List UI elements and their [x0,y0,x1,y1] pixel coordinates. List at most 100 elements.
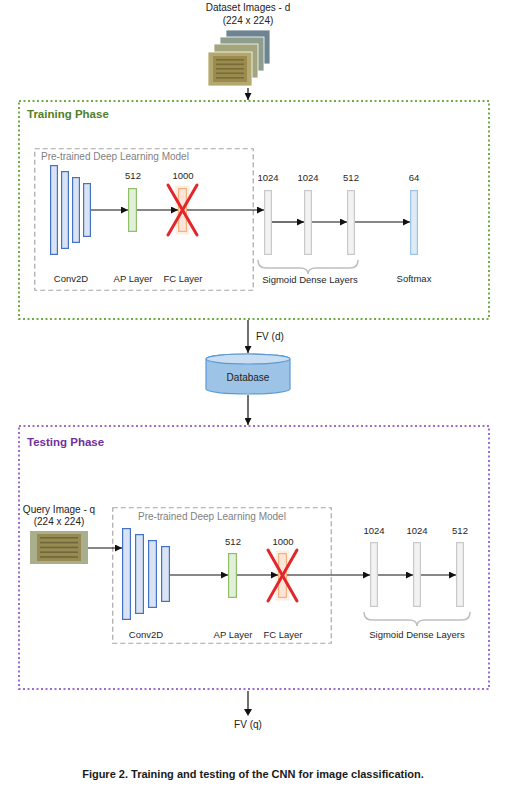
phase-heading: Training Phase [27,108,227,120]
image-page [37,534,81,561]
dotted-border [19,426,489,689]
cylinder-body [206,354,290,394]
flow-arrow [378,574,413,575]
layer-size: 1024 [397,525,437,537]
dense-layer-shape [370,542,378,607]
dense-layer: 512 [331,170,371,260]
layer-name: FC Layer [158,273,208,285]
layer-size: 1024 [248,172,288,184]
flow-arrow [247,320,248,353]
flow-arrow [137,209,178,210]
dotted-border [19,101,489,319]
conv-bar [84,184,91,237]
layer-bar [457,543,464,607]
input-label: Dataset Images - d [198,2,298,14]
layer-name: FC Layer [258,629,308,641]
flow-arrow [355,221,410,222]
layer-size: 64 [389,172,439,184]
query-image-shape [30,531,88,564]
layer-size: 512 [331,172,371,184]
dashed-border [35,149,254,291]
dashed-border [113,508,332,644]
flow-arrow [237,574,278,575]
phase-box: Testing PhaseQuery Image - q(224 x 224)P… [18,425,490,690]
output-label: FV (q) [218,719,278,731]
flow-arrow [247,395,248,425]
flow-arrow [187,209,264,210]
cylinder-top [206,354,290,364]
image-page [213,56,247,82]
softmax-layer: 64Softmax [389,170,439,290]
conv-bar [162,547,170,602]
flow-arrow [312,221,347,222]
flow-arrow [170,574,228,575]
output-arrowhead [244,709,252,716]
input-label: Query Image - q [17,504,101,516]
group-label: Sigmoid Dense Layers [250,274,370,286]
layer-bar [129,189,137,232]
layer-size: 1000 [158,170,208,182]
flow-arrow [88,547,122,548]
conv-bar [62,172,69,249]
image-texture [216,59,244,61]
layer-bar [348,191,355,255]
flow-arrow [272,221,304,222]
image-sheet [30,531,88,564]
image-texture [216,73,244,75]
image-texture [216,64,244,66]
dataset-images-shape [208,30,270,88]
fc-layer-shape [178,188,187,232]
dense-layer: 1024 [397,522,437,612]
model-box-shape [112,507,332,644]
database-label: Database [205,372,291,384]
phase-heading: Testing Phase [27,436,227,448]
dense-layer-shape [304,190,312,255]
fc-layer-shape [278,553,287,598]
model-box: Pre-trained Deep Learning ModelConv2D 512… [34,148,254,291]
layer-name: AP Layer [108,273,158,285]
conv-layers-shape [50,165,91,255]
layer-name: Softmax [389,273,439,285]
layer-size: 1000 [258,536,308,548]
fc-layer: 1000 FC Layer [258,536,308,644]
removed-cross [168,185,197,235]
layer-size: 1024 [354,525,394,537]
layer-name: AP Layer [208,629,258,641]
model-box: Pre-trained Deep Learning ModelConv2D512… [112,507,332,644]
image-texture [216,77,244,79]
conv-bar [136,535,144,614]
layer-bar [411,191,418,255]
figure-caption: Figure 2. Training and testing of the CN… [10,768,496,780]
conv-bar [123,529,131,620]
flow-arrow [91,209,128,210]
group-label: Sigmoid Dense Layers [357,629,477,641]
dataset-images: Dataset Images - d(224 x 224) [198,2,298,90]
flow-arrow [247,88,248,100]
flow-arrow [421,574,456,575]
image-texture [40,556,78,558]
dense-layer: 512 [440,522,480,612]
layer-bar [265,191,272,255]
removed-cross [268,550,297,601]
model-heading: Pre-trained Deep Learning Model [41,151,241,163]
conv-bar [51,166,58,255]
layer-size: 512 [208,536,258,548]
conv-layers-shape [122,528,170,620]
conv-layers: Conv2D [46,163,96,288]
removed-cross [168,185,197,235]
layer-size: 512 [440,525,480,537]
query-image: Query Image - q(224 x 224) [17,504,101,566]
edge-label: FV (d) [256,331,306,343]
removed-cross [268,550,297,601]
phase-box: Training PhasePre-trained Deep Learning … [18,100,490,320]
pooling-layer: 512AP Layer [108,170,158,290]
input-size: (224 x 224) [17,516,101,528]
layer-name: Conv2D [46,273,96,285]
dense-layer: 1024 [354,522,394,612]
dense-layer: 1024 [248,170,288,260]
softmax-layer-shape [410,190,418,255]
fc-layer: 1000 FC Layer [158,170,208,290]
